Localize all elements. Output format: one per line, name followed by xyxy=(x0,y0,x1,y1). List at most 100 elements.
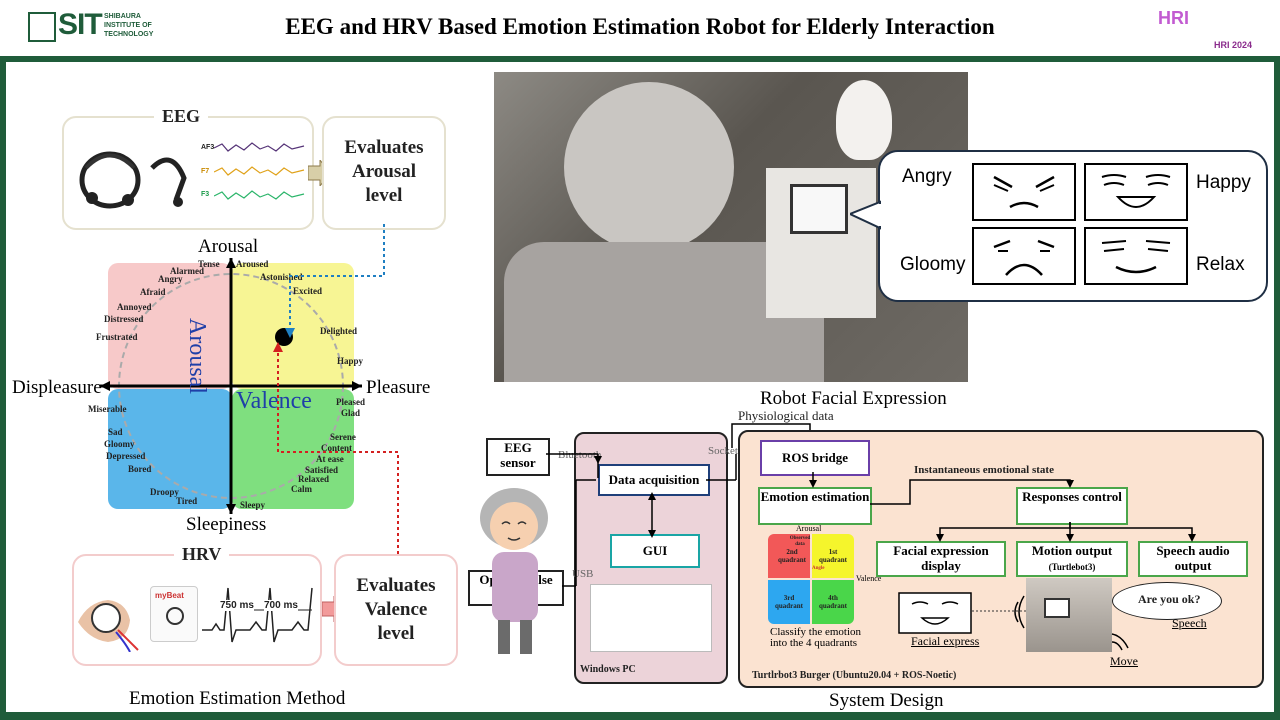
emotion-astonished: Astonished xyxy=(260,272,303,282)
eeg-signal-waves xyxy=(214,142,305,200)
speech-label: Speech xyxy=(1172,616,1207,630)
eeg-sensor-box: EEG sensor xyxy=(486,438,550,476)
emotion-at-ease: At ease xyxy=(316,454,344,464)
q-arousal-label: Arousal xyxy=(796,524,822,533)
emotion-afraid: Afraid xyxy=(140,287,166,297)
facial-express-label: Facial express xyxy=(911,634,980,648)
gui-screenshot xyxy=(590,584,712,652)
emotion-sad: Sad xyxy=(108,427,123,437)
physio-data-label: Physiological data xyxy=(738,408,834,423)
q1-label: 1st quadrant xyxy=(818,548,847,564)
ros-bridge-label: ROS bridge xyxy=(781,450,849,465)
sit-logo: SIT xyxy=(58,8,103,41)
power-icon xyxy=(166,607,184,625)
emotion-sleepy: Sleepy xyxy=(240,500,266,510)
emotion-satisfied: Satisfied xyxy=(305,465,339,475)
emotion-happy: Happy xyxy=(337,356,364,366)
pleasure-label: Pleasure xyxy=(366,377,431,398)
ros-bridge-box: ROS bridge xyxy=(760,440,870,476)
eeg-box: EEG AF3 F7 F3 xyxy=(62,106,314,230)
data-acquisition-box: Data acquisition xyxy=(598,464,710,496)
emotion-glad: Glad xyxy=(341,408,361,418)
emotion-estimation-box: Emotion estimation xyxy=(758,487,872,525)
sit-logo-subtitle: SHIBAURA INSTITUTE OF TECHNOLOGY xyxy=(104,13,154,38)
eeg-title: EEG xyxy=(154,106,209,127)
sleepiness-label: Sleepiness xyxy=(186,514,267,535)
move-waves-icon xyxy=(1111,633,1129,651)
hri-logo: HRI xyxy=(1158,8,1189,28)
robot-head-photo xyxy=(836,80,892,160)
emotion-delighted: Delighted xyxy=(320,326,357,336)
arousal-connector xyxy=(285,224,385,338)
eeg-sensor-label: EEG sensor xyxy=(500,440,536,470)
quadrant-2 xyxy=(768,534,810,578)
motion-output-box: Motion output(Turtlebot3) xyxy=(1016,541,1128,577)
emotion-tense: Tense xyxy=(198,259,220,269)
circumplex-model xyxy=(100,258,362,514)
emotion-calm: Calm xyxy=(291,484,312,494)
poster-title: EEG and HRV Based Emotion Estimation Rob… xyxy=(285,14,995,39)
mybeat-label: myBeat xyxy=(155,591,184,600)
sit-emblem-icon xyxy=(28,12,56,42)
eeg-channel-af3: AF3 xyxy=(201,144,215,151)
robot-small-screen xyxy=(1044,598,1070,618)
q3-label: 3rd quadrant xyxy=(774,594,803,610)
eeg-channel-f3: F3 xyxy=(201,191,210,198)
system-connectors xyxy=(546,453,737,587)
socket-label: Socket xyxy=(708,445,738,457)
speech-output-label: Speech audio output xyxy=(1156,543,1230,573)
eeg-channel-f7: F7 xyxy=(201,168,210,175)
face-label-relax: Relax xyxy=(1196,254,1245,275)
bubble-tail xyxy=(850,200,882,230)
emotion-annoyed: Annoyed xyxy=(117,302,152,312)
relax-face-icon xyxy=(1084,227,1188,285)
emotion-tired: Tired xyxy=(176,496,198,506)
turtlebot-label: Turtlrbot3 Burger (Ubuntu20.04 + ROS-Noe… xyxy=(752,670,957,681)
pulse-sensor-icon xyxy=(78,600,139,652)
usb-label: USB xyxy=(572,568,594,580)
quadrant-3 xyxy=(768,580,810,624)
q-valence-label: Valence xyxy=(856,574,882,583)
face-label-gloomy: Gloomy xyxy=(900,254,966,275)
evaluates-valence-label: Evaluates Valence level xyxy=(356,575,436,644)
instant-state-label: Instantaneous emotional state xyxy=(914,464,1054,476)
emotion-content: Content xyxy=(321,443,352,453)
ecg-waveform xyxy=(202,587,313,643)
axis-valence-label: Valence xyxy=(236,388,312,414)
gui-box: GUI xyxy=(610,534,700,568)
eeg-headset-icon xyxy=(79,151,187,209)
emotion-alarmed: Alarmed xyxy=(170,266,204,276)
hrv-box: HRV myBeat 750 ms 700 ms xyxy=(72,544,322,666)
emotion-bored: Bored xyxy=(128,464,152,474)
are-you-ok-text: Are you ok? xyxy=(1138,592,1201,606)
gloomy-face-icon xyxy=(972,227,1076,285)
bluetooth-label: Bluetooth xyxy=(558,449,602,461)
mybeat-device: myBeat xyxy=(150,586,198,642)
conference-logo: HRI 2024 xyxy=(1214,40,1253,50)
emotion-serene: Serene xyxy=(330,432,356,442)
move-label: Move xyxy=(1110,654,1138,668)
evaluates-arousal-box: Evaluates Arousal level xyxy=(322,116,446,230)
angry-face-icon xyxy=(972,163,1076,221)
axis-arousal-label: Arousal xyxy=(184,318,210,394)
header-bar: SIT SHIBAURA INSTITUTE OF TECHNOLOGY EEG… xyxy=(0,0,1280,60)
are-you-ok-bubble xyxy=(1112,582,1222,620)
robot-facial-caption: Robot Facial Expression xyxy=(760,388,947,409)
rr-interval-2: 700 ms xyxy=(264,600,298,611)
responses-control-box: Responses control xyxy=(1016,487,1128,525)
emotion-aroused: Aroused xyxy=(236,259,269,269)
arousal-top-label: Arousal xyxy=(198,236,259,257)
classify-label: Classify the emotion into the 4 quadrant… xyxy=(770,626,862,649)
robot-screen-photo xyxy=(790,184,848,234)
responses-control-label: Responses control xyxy=(1022,489,1122,504)
valence-connector xyxy=(273,342,399,566)
displeasure-label: Displeasure xyxy=(12,377,102,398)
quadrant-4 xyxy=(812,580,854,624)
emotion-angry: Angry xyxy=(158,274,183,284)
elderly-person-photo xyxy=(564,82,734,252)
q-angle-label: Angle xyxy=(812,566,825,571)
robot-photo xyxy=(494,72,968,382)
emotion-frustrated: Frustrated xyxy=(96,332,138,342)
hrv-title: HRV xyxy=(174,544,230,565)
emotion-method-caption: Emotion Estimation Method xyxy=(129,688,346,709)
